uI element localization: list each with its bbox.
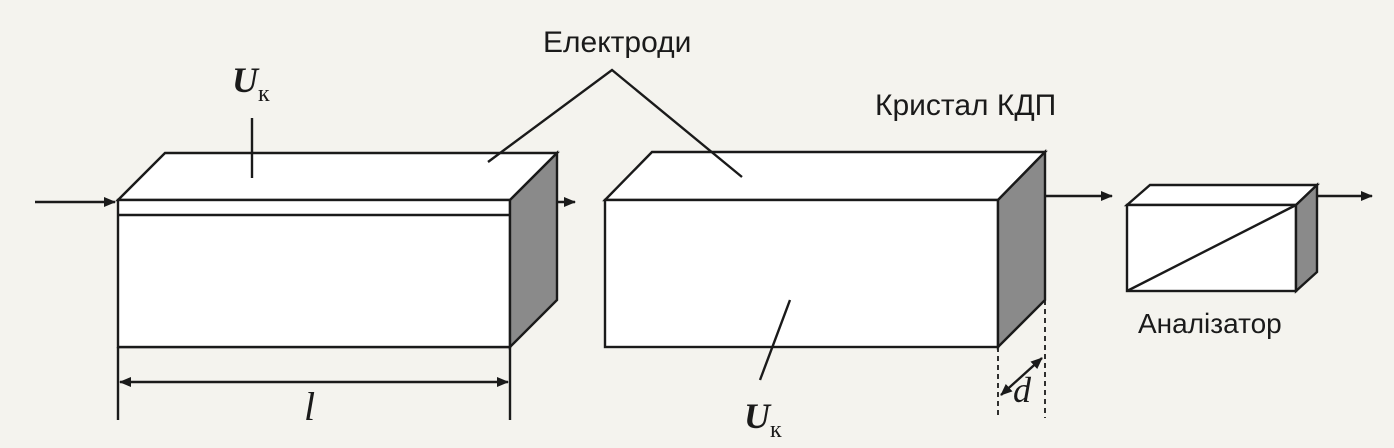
crystal-label: Кристал КДП [875,89,1056,122]
thickness-label: d [1013,370,1032,410]
analyzer-prism [1123,182,1320,294]
top-voltage-label: U к [232,60,270,107]
bottom-voltage-lead [758,299,792,381]
length-dimension [116,347,512,420]
second-crystal [602,149,1048,350]
length-label: l [304,384,315,429]
bottom-voltage-label: U к [744,396,782,443]
first-crystal-end-face [508,150,559,350]
first-crystal [115,150,560,350]
electrodes-label: Електроди [543,26,691,59]
svg-text:U: U [744,396,772,436]
svg-text:к: к [770,417,782,443]
electrodes-leader-lines [487,68,743,178]
analyzer-label: Аналізатор [1138,308,1282,339]
svg-text:U: U [232,60,260,100]
svg-text:к: к [258,81,270,107]
thickness-dimension [997,300,1046,418]
